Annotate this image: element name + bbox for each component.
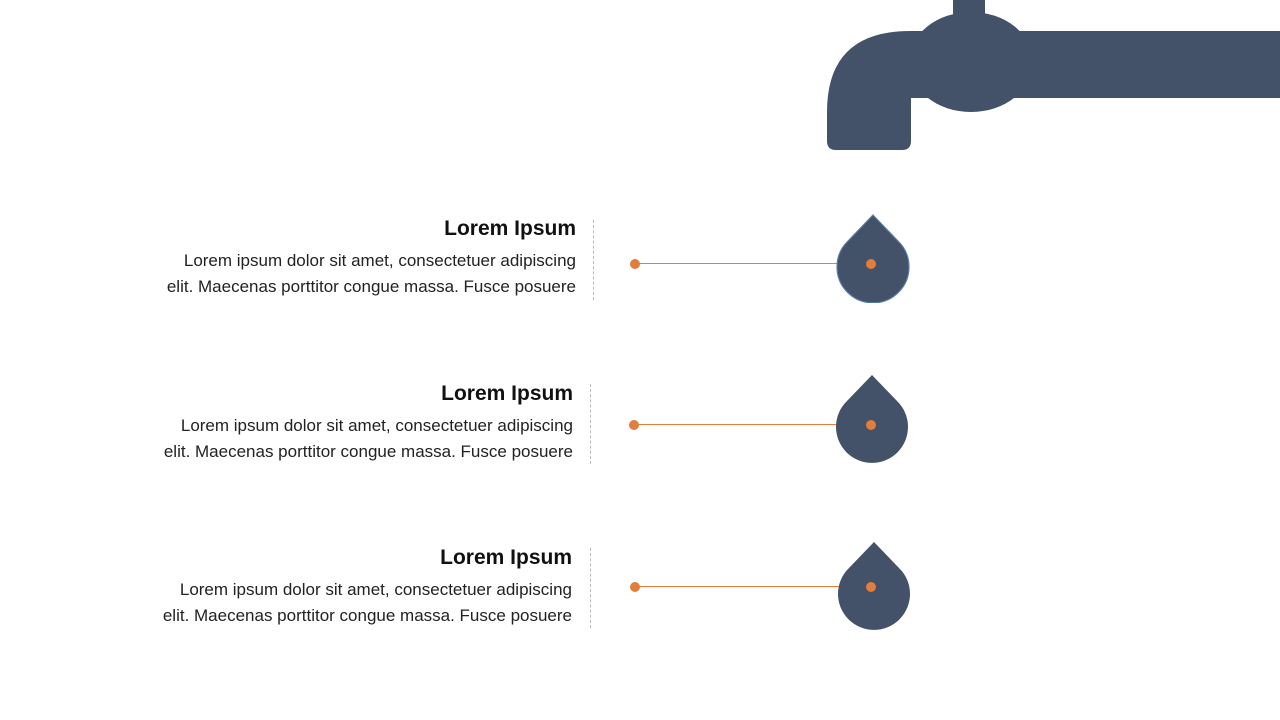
item-divider: [590, 384, 591, 464]
item-body-line-1: Lorem ipsum dolor sit amet, consectetuer…: [180, 416, 573, 435]
connector-start-dot: [630, 259, 640, 269]
connector-end-dot: [866, 420, 876, 430]
connector-end-dot: [866, 259, 876, 269]
connector-start-dot: [629, 420, 639, 430]
connector-line: [635, 263, 871, 264]
item-text-2: Lorem Ipsum Lorem ipsum dolor sit amet, …: [73, 381, 573, 465]
item-text-3: Lorem Ipsum Lorem ipsum dolor sit amet, …: [72, 545, 572, 629]
item-divider: [590, 548, 591, 628]
item-title: Lorem Ipsum: [440, 546, 572, 569]
item-title: Lorem Ipsum: [444, 217, 576, 240]
water-drop-icon: [836, 375, 908, 463]
connector-start-dot: [630, 582, 640, 592]
item-body-line-2: elit. Maecenas porttitor congue massa. F…: [162, 606, 572, 625]
item-body-line-1: Lorem ipsum dolor sit amet, consectetuer…: [183, 251, 576, 270]
water-drop-icon: [836, 214, 910, 303]
connector-end-dot: [866, 582, 876, 592]
item-divider: [593, 220, 594, 300]
item-body-line-2: elit. Maecenas porttitor congue massa. F…: [166, 277, 576, 296]
connector-line: [635, 586, 871, 587]
item-body-line-2: elit. Maecenas porttitor congue massa. F…: [163, 442, 573, 461]
item-body-line-1: Lorem ipsum dolor sit amet, consectetuer…: [179, 580, 572, 599]
connector-line: [634, 424, 871, 425]
item-text-1: Lorem Ipsum Lorem ipsum dolor sit amet, …: [76, 216, 576, 300]
item-title: Lorem Ipsum: [441, 382, 573, 405]
